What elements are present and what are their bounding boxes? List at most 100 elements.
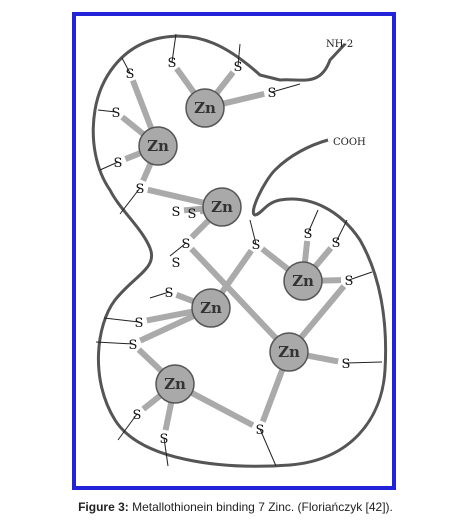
backbone-tick <box>171 33 177 63</box>
zinc-circle <box>185 88 225 128</box>
zinc-label: Zn <box>147 137 169 155</box>
zn-s-bond <box>218 248 254 296</box>
zinc-atom: Zn <box>283 261 323 301</box>
sulfur-label: S <box>133 408 142 423</box>
zn-s-bond <box>120 114 146 138</box>
zinc-atom: Zn <box>269 332 309 372</box>
sulfur-label: S <box>172 256 181 271</box>
zinc-label: Zn <box>164 375 186 393</box>
backbone-tick <box>249 219 257 245</box>
sulfur-label: S <box>114 156 123 171</box>
zn-s-bond <box>301 240 311 264</box>
zinc-atom: Zn <box>191 288 231 328</box>
backbone-tick <box>149 291 170 299</box>
backbone-tick <box>259 428 277 467</box>
zn-s-bond <box>162 401 175 431</box>
zn-s-bond <box>124 149 143 162</box>
backbone-tick <box>119 187 141 215</box>
backbone-tick <box>307 209 319 234</box>
zinc-label: Zn <box>211 198 233 216</box>
sulfur-label: S <box>165 286 174 301</box>
zn-s-bond <box>175 292 196 305</box>
backbone-tick <box>97 109 117 113</box>
zinc-atom: Zn <box>185 88 225 128</box>
sulfur-label: S <box>234 60 243 75</box>
zn-s-bond <box>260 246 291 273</box>
zinc-circle <box>138 126 178 166</box>
zn-s-bond <box>130 79 155 131</box>
zn-s-bond <box>189 389 255 428</box>
backbone-tick <box>169 242 187 257</box>
sulfur-label: S <box>135 316 144 331</box>
zn-s-bond <box>146 308 194 324</box>
backbone-tick <box>117 413 138 441</box>
zinc-label: Zn <box>292 272 314 290</box>
zn-s-bond <box>298 284 347 341</box>
sulfur-label: S <box>332 236 341 251</box>
sulfur-label: S <box>172 205 181 220</box>
backbone-tick <box>271 83 301 93</box>
zn-s-bond <box>306 352 339 365</box>
zinc-label: Zn <box>200 299 222 317</box>
zinc-atom: Zn <box>138 126 178 166</box>
backbone-tick <box>99 161 119 171</box>
zn-s-bond <box>140 161 154 182</box>
c-terminus-label: COOH <box>333 137 366 148</box>
sulfur-label: S <box>256 423 265 438</box>
zinc-circle <box>202 187 242 227</box>
zn-s-bond <box>312 246 334 270</box>
sulfur-label: S <box>129 338 138 353</box>
zinc-atom: Zn <box>155 364 195 404</box>
sulfur-label: S <box>252 238 261 253</box>
sulfur-label: S <box>160 432 169 447</box>
protein-chain-outline <box>91 34 388 468</box>
sulfur-label: S <box>182 237 191 252</box>
sulfur-label: S <box>126 67 135 82</box>
sulfur-label: S <box>188 207 197 222</box>
zn-s-bond <box>213 70 236 96</box>
zinc-circle <box>269 332 309 372</box>
zn-s-bonds <box>120 66 347 431</box>
zn-s-bond <box>260 367 286 423</box>
zn-s-bond <box>139 312 196 344</box>
backbone-tick <box>335 219 348 243</box>
sulfur-label: S <box>168 56 177 71</box>
backbone-tick <box>348 271 373 281</box>
zn-s-bond <box>174 66 197 96</box>
backbone-tick <box>345 361 383 364</box>
backbone-tick <box>121 57 131 74</box>
zinc-circle <box>155 364 195 404</box>
sulfur-label: S <box>112 106 121 121</box>
zinc-label: Zn <box>278 343 300 361</box>
backbone-tick <box>103 317 140 323</box>
zinc-atom: Zn <box>202 187 242 227</box>
sulfur-label: S <box>268 86 277 101</box>
protein-chain <box>91 34 388 468</box>
figure-caption: Figure 3: Metallothionein binding 7 Zinc… <box>0 500 471 514</box>
zn-s-bond <box>141 392 163 412</box>
backbone-ticks <box>95 33 383 467</box>
caption-text: Metallothionein binding 7 Zinc. (Floriań… <box>128 500 393 514</box>
zn-s-bond <box>147 186 206 206</box>
sulfur-label: S <box>304 227 313 242</box>
backbone-tick <box>95 341 134 345</box>
zinc-label: Zn <box>194 99 216 117</box>
zn-s-bond <box>189 246 279 341</box>
n-terminus-label: NH-2 <box>326 39 353 50</box>
terminal-labels: NH-2 COOH <box>326 39 366 148</box>
figure-frame <box>72 12 396 490</box>
sulfur-label: S <box>342 357 351 372</box>
backbone-tick <box>237 43 241 67</box>
sulfur-label: S <box>345 274 354 289</box>
zn-s-bond <box>136 347 165 374</box>
zinc-circle <box>191 288 231 328</box>
zn-s-bond <box>221 90 265 107</box>
backbone-tick <box>163 437 169 467</box>
caption-label: Figure 3: <box>78 500 129 514</box>
zinc-circle <box>283 261 323 301</box>
sulfur-label: S <box>136 182 145 197</box>
zn-s-bond <box>189 217 212 240</box>
